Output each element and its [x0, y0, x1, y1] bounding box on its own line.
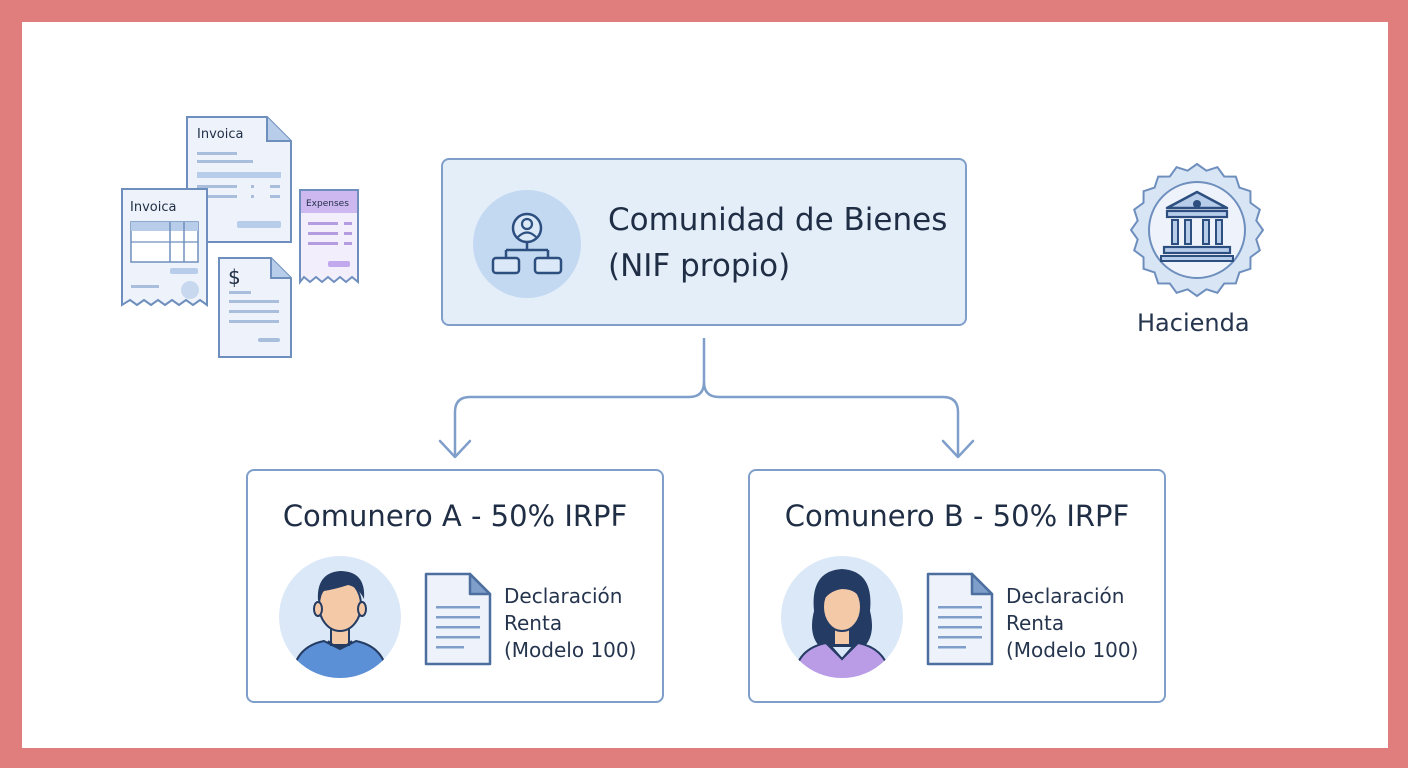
comunero-b-title: Comunero B - 50% IRPF: [784, 499, 1130, 533]
invoice-doc-front: [121, 188, 208, 307]
expenses-label: Expenses: [306, 199, 349, 209]
tax-document-icon: [424, 572, 492, 666]
tax-document-icon: [926, 572, 994, 666]
hacienda-label: Hacienda: [1137, 309, 1250, 337]
main-entity-title: Comunidad de Bienes: [608, 202, 948, 238]
doc-line-1: Declaración: [1006, 584, 1125, 608]
comunero-a-box: Comunero A - 50% IRPF Declaración Renta …: [246, 469, 664, 703]
bank-seal-icon: [1129, 162, 1265, 298]
tax-return-label-b: Declaración Renta (Modelo 100): [1006, 583, 1138, 664]
expenses-receipt: [299, 189, 359, 285]
man-avatar-icon: [279, 556, 401, 678]
org-chart-icon: [473, 190, 581, 298]
comunero-a-title: Comunero A - 50% IRPF: [282, 499, 628, 533]
dollar-doc: [218, 257, 292, 358]
invoice-label-front: Invoica: [130, 200, 176, 215]
doc-line-3: (Modelo 100): [1006, 638, 1139, 662]
invoice-label-back: Invoica: [197, 127, 243, 142]
comunero-b-box: Comunero B - 50% IRPF Declaración Renta …: [748, 469, 1166, 703]
dollar-symbol: $: [228, 265, 241, 289]
documents-icon: Invoica Expenses Invoica $: [121, 116, 359, 358]
doc-line-3: (Modelo 100): [504, 638, 637, 662]
woman-avatar-icon: [781, 556, 903, 678]
invoice-doc-back: [186, 116, 292, 243]
doc-line-2: Renta: [1006, 611, 1065, 635]
doc-line-2: Renta: [504, 611, 563, 635]
tax-return-label-a: Declaración Renta (Modelo 100): [504, 583, 636, 664]
doc-line-1: Declaración: [504, 584, 623, 608]
comunidad-de-bienes-box: Comunidad de Bienes (NIF propio): [441, 158, 967, 326]
main-entity-subtitle: (NIF propio): [608, 248, 791, 284]
